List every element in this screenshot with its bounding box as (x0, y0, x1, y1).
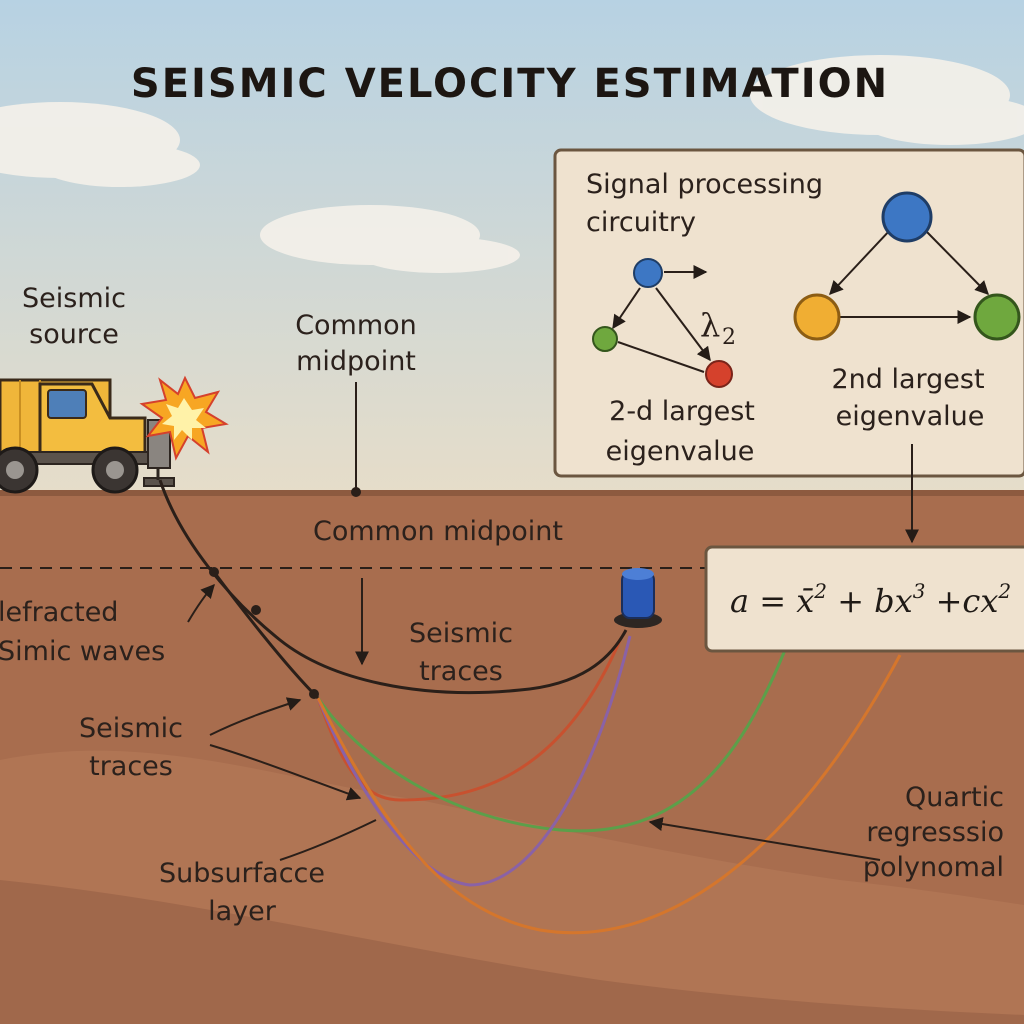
label-common-midpoint-ground: Common midpoint (313, 516, 563, 547)
refracted-arrow (187, 583, 215, 623)
right-caption-line2: eigenvalue (836, 401, 985, 432)
clouds (0, 55, 1024, 273)
svg-text:Common: Common (295, 310, 417, 341)
quartic-arrow (648, 817, 881, 861)
node-blue-small (633, 258, 663, 288)
trace-purple (316, 635, 632, 887)
label-seismic-source: Seismic source (22, 283, 126, 350)
label-seismic-traces-left: Seismic traces (79, 713, 183, 782)
svg-text:polynomal: polynomal (863, 852, 1004, 883)
label-seismic-traces-center: Seismic traces (409, 618, 513, 687)
left-eigen-graph: λ 2 (592, 258, 736, 388)
signal-processing-panel: Signal processing circuitry λ 2 2-d larg… (553, 148, 1024, 478)
traces-arrow-1 (209, 697, 302, 736)
node-green-small (592, 326, 618, 352)
ground-surface (0, 490, 1024, 496)
label-quartic-regression: Quartic regresssio polynomal (863, 782, 1004, 883)
svg-text:Subsurfacce: Subsurfacce (159, 858, 325, 889)
svg-text:Seismic: Seismic (409, 618, 513, 649)
raypath-main (158, 479, 628, 695)
svg-text:traces: traces (89, 751, 173, 782)
diagram-title: SEISMIC VELOCITY ESTIMATION (131, 61, 889, 107)
trace-red (316, 639, 622, 802)
svg-text:Seismic: Seismic (22, 283, 126, 314)
svg-text:lefracted: lefracted (0, 597, 118, 628)
panel-heading-line2: circuitry (586, 207, 696, 238)
ray-point-3 (309, 689, 319, 699)
lambda-symbol: λ (700, 306, 720, 344)
svg-text:regresssio: regresssio (866, 817, 1004, 848)
label-common-midpoint-top: Common midpoint (295, 310, 417, 377)
label-refracted-waves: lefracted Simic waves (0, 597, 165, 667)
svg-text:source: source (29, 319, 119, 350)
raypath-secondary (212, 571, 320, 700)
node-blue-large (881, 191, 933, 243)
geophone-icon (614, 568, 662, 628)
traces-arrow-2 (209, 744, 362, 801)
node-orange-large (793, 293, 841, 341)
svg-text:midpoint: midpoint (296, 346, 416, 377)
svg-text:Quartic: Quartic (905, 782, 1004, 813)
node-red-small (705, 360, 733, 388)
explosion-core-icon (162, 398, 206, 440)
label-subsurface-layer: Subsurfacce layer (159, 858, 325, 927)
ray-point-1 (209, 567, 219, 577)
svg-text:Simic waves: Simic waves (0, 636, 165, 667)
left-caption-line2: eigenvalue (606, 436, 755, 467)
ray-point-2 (251, 605, 261, 615)
svg-text:traces: traces (419, 656, 503, 687)
panel-heading-line1: Signal processing (586, 169, 823, 200)
lambda-subscript: 2 (722, 325, 736, 350)
deep-layer-band (0, 880, 1024, 1024)
formula-text: a = x̄2 + bx3 +cx2 + (730, 579, 1024, 620)
svg-text:Seismic: Seismic (79, 713, 183, 744)
node-green-large (973, 293, 1021, 341)
trace-green (316, 649, 787, 833)
left-caption-line1: 2-d largest (609, 396, 755, 427)
truck-icon (0, 378, 175, 494)
subsurface-pointer (279, 819, 377, 861)
svg-text:layer: layer (208, 896, 277, 927)
right-caption-line1: 2nd largest (831, 364, 984, 395)
formula-box: a = x̄2 + bx3 +cx2 + (704, 545, 1024, 653)
trace-orange (316, 654, 902, 935)
right-eigen-graph (793, 191, 1021, 341)
